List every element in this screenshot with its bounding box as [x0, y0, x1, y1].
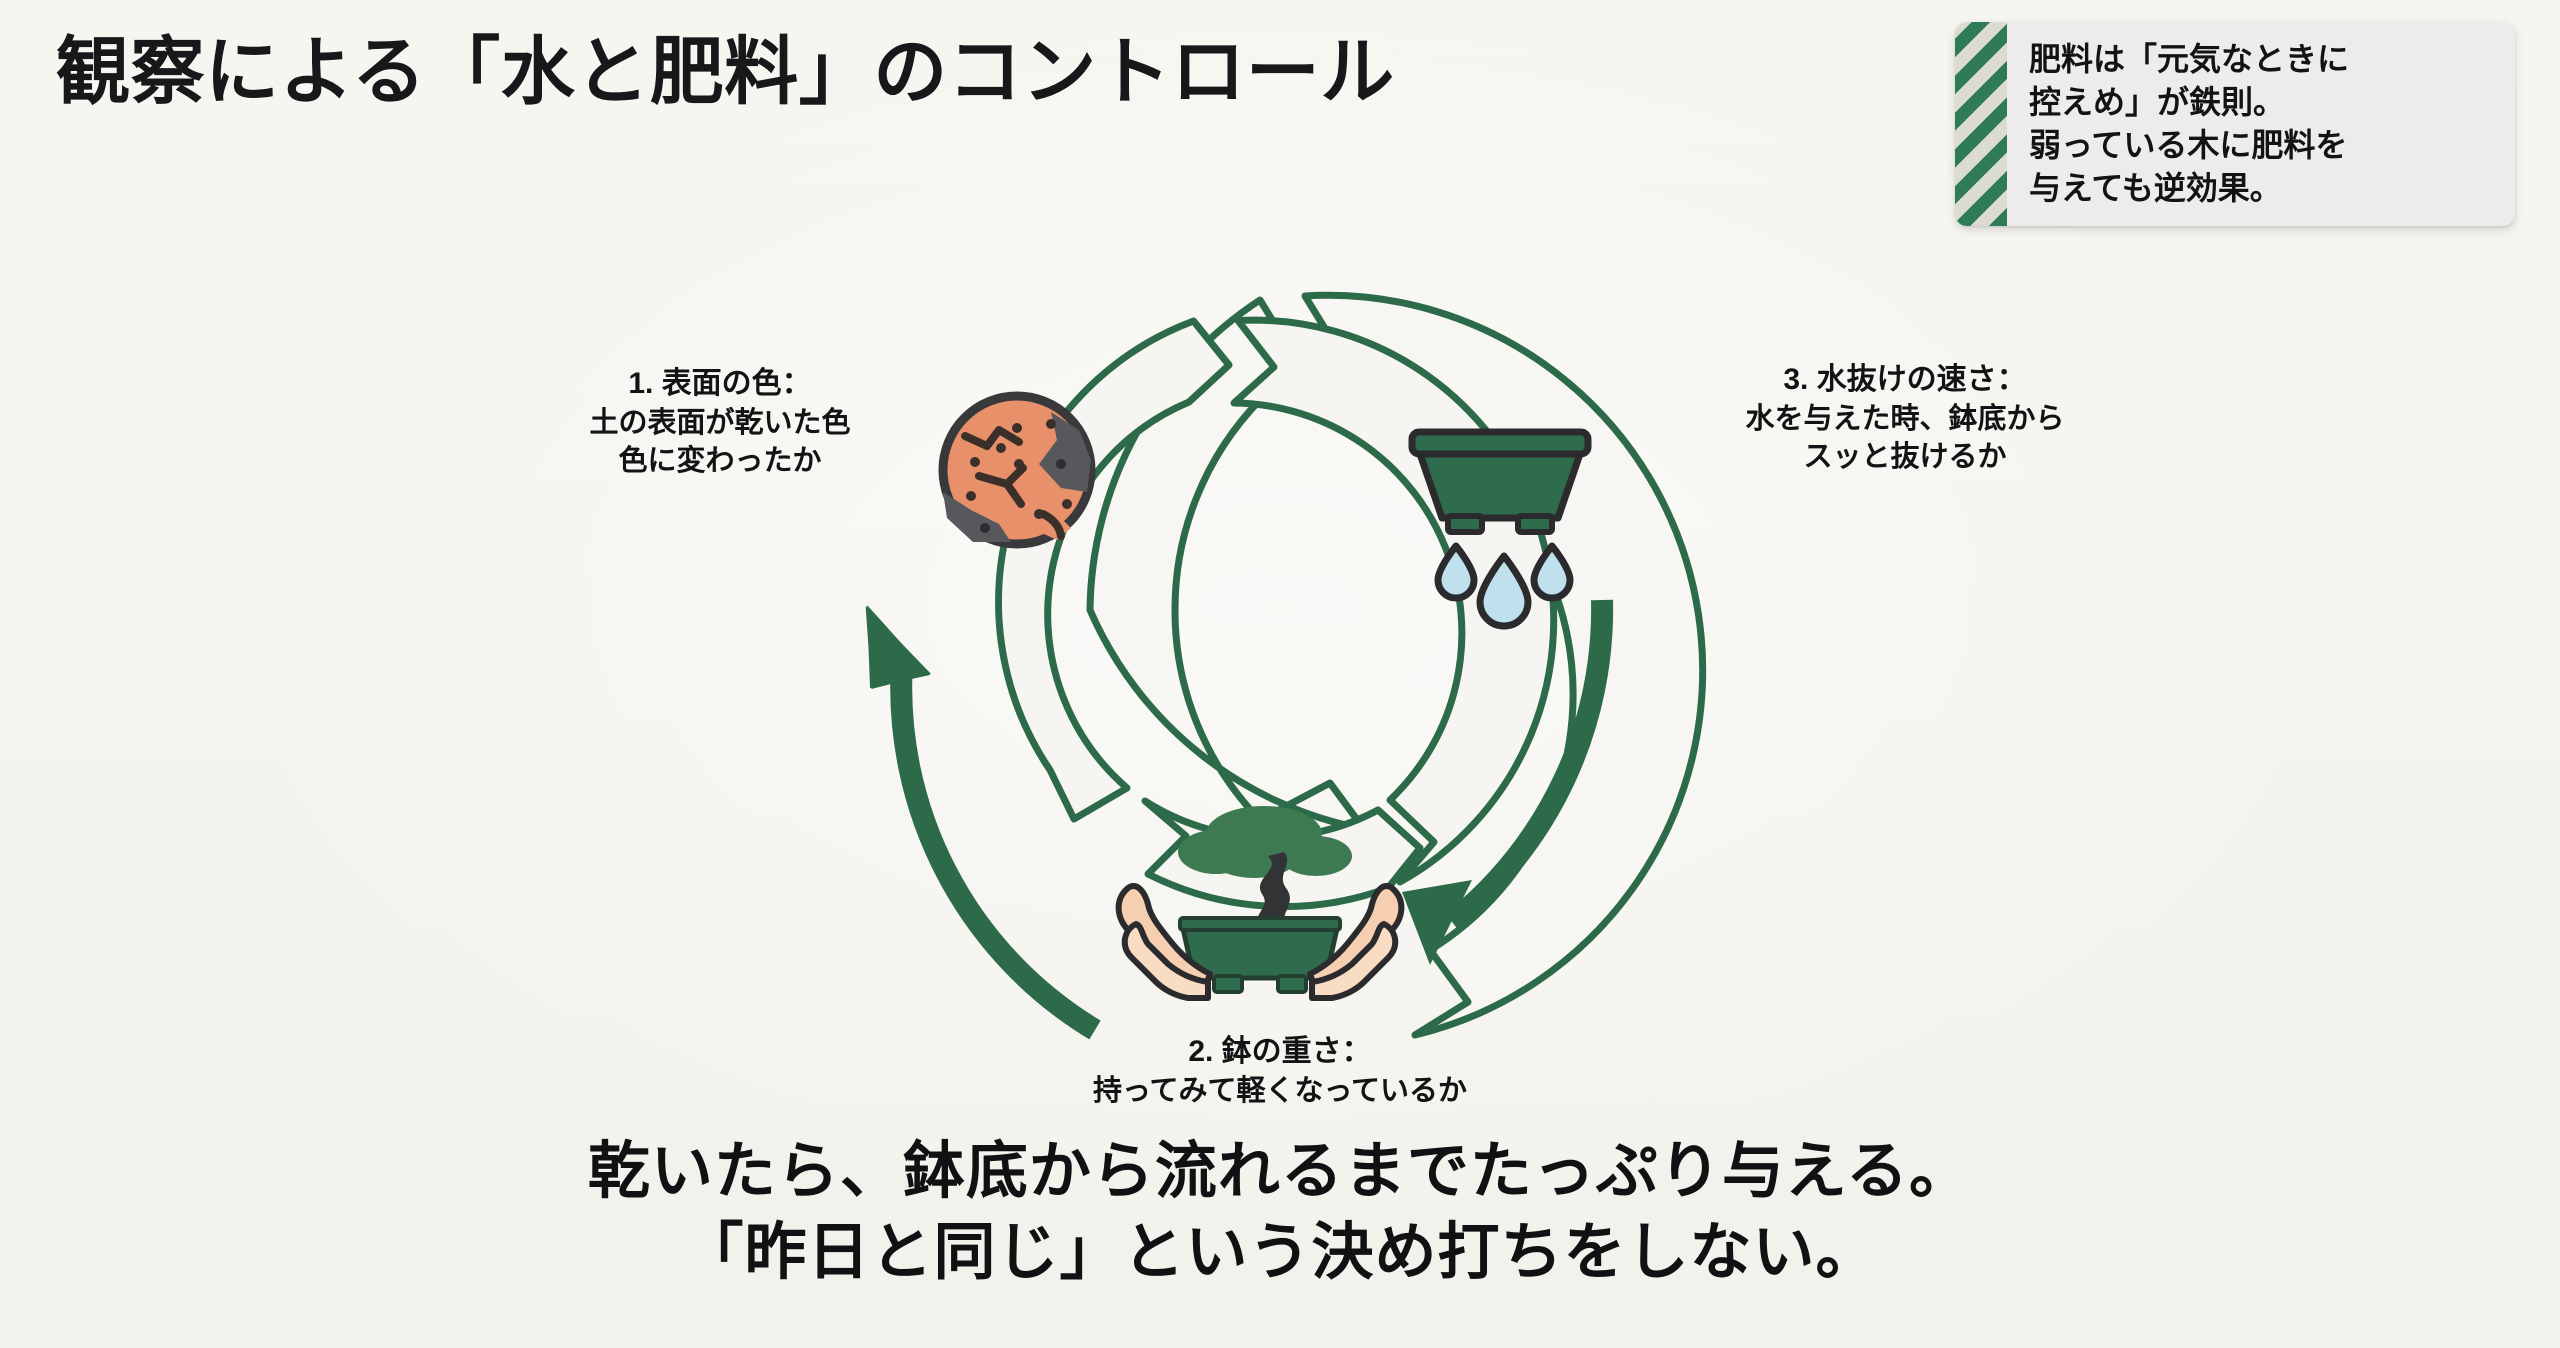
- callout-text-body: 肥料は「元気なときに 控えめ」が鉄則。 弱っている木に肥料を 与えても逆効果。: [2007, 22, 2367, 226]
- water-drop-left: [1434, 542, 1478, 602]
- striped-tab-decoration: [1955, 22, 2007, 226]
- step-2-heading: 2. 鉢の重さ：: [1188, 1035, 1372, 1068]
- conclusion-line-1: 乾いたら、鉢底から流れるまでたっぷり与える。: [587, 1137, 1973, 1206]
- soil-surface-icon: [938, 391, 1096, 549]
- water-drop-center: [1476, 552, 1532, 630]
- step-1-heading: 1. 表面の色：: [628, 367, 812, 400]
- step-3-detail-line-1: 水を与えた時、鉢底から: [1745, 402, 2065, 435]
- step-1-detail-line-2: 色に変わったか: [618, 444, 822, 477]
- conclusion-block: 乾いたら、鉢底から流れるまでたっぷり与える。 「昨日と同じ」という決め打ちをしな…: [0, 1132, 2560, 1293]
- step-3-heading: 3. 水抜けの速さ：: [1783, 363, 2027, 396]
- page-title: 観察による「水と肥料」のコントロール: [56, 32, 1395, 114]
- conclusion-line-2: 「昨日と同じ」という決め打ちをしない。: [681, 1217, 1879, 1287]
- step-label-2-pot-weight: 2. 鉢の重さ： 持ってみて軽くなっているか: [1000, 1032, 1560, 1110]
- observation-cycle-diagram: [730, 150, 1790, 1090]
- cycle-arrow-left: [865, 605, 1101, 1040]
- hands-holding-bonsai-icon: [1115, 806, 1405, 1001]
- step-label-3-drainage-speed: 3. 水抜けの速さ： 水を与えた時、鉢底から スッと抜けるか: [1690, 360, 2120, 476]
- step-1-detail-line-1: 土の表面が乾いた色: [589, 406, 851, 439]
- callout-line-4: 与えても逆効果。: [2029, 169, 2282, 206]
- cycle-arrow-right: [1402, 599, 1614, 965]
- step-3-detail-line-2: スッと抜けるか: [1803, 440, 2007, 473]
- callout-line-3: 弱っている木に肥料を: [2029, 126, 2348, 163]
- callout-line-1: 肥料は「元気なときに: [2029, 41, 2350, 77]
- step-2-detail-line-1: 持ってみて軽くなっているか: [1092, 1074, 1468, 1107]
- bonsai-trunk: [1257, 852, 1290, 928]
- fertilizer-callout-box: 肥料は「元気なときに 控えめ」が鉄則。 弱っている木に肥料を 与えても逆効果。: [1955, 22, 2515, 226]
- step-label-1-surface-color: 1. 表面の色： 土の表面が乾いた色 色に変わったか: [520, 364, 920, 480]
- cycle-segment-soil: [1086, 296, 1368, 833]
- pot-draining-water-icon: [1408, 428, 1592, 630]
- water-drop-right: [1530, 542, 1574, 602]
- callout-line-2: 控えめ」が鉄則。: [2029, 83, 2286, 120]
